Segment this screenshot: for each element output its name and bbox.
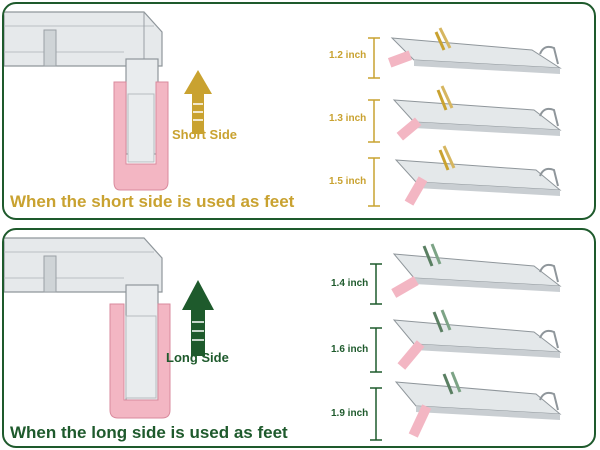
short-side-caption: When the short side is used as feet bbox=[10, 192, 295, 211]
long-side-label: Long Side bbox=[166, 350, 229, 365]
stand-illustration-2 bbox=[392, 85, 562, 141]
pink-foot-short bbox=[113, 81, 169, 191]
stand-illustration-4 bbox=[391, 243, 562, 298]
stand-illustration-5 bbox=[392, 309, 562, 370]
measurement-label: 1.9 inch bbox=[331, 408, 369, 419]
measurement-label: 1.4 inch bbox=[331, 278, 369, 289]
stand-illustration-3 bbox=[394, 145, 562, 206]
measurement-label: 1.2 inch bbox=[329, 50, 367, 61]
stand-illustration-6 bbox=[394, 371, 562, 438]
measurement-label: 1.3 inch bbox=[329, 113, 367, 124]
measurement-brackets-long bbox=[370, 263, 382, 441]
short-side-arrow bbox=[184, 70, 212, 134]
short-side-label: Short Side bbox=[172, 127, 238, 142]
measurement-label: 1.6 inch bbox=[331, 344, 369, 355]
measurement-brackets-short bbox=[368, 37, 380, 207]
long-side-panel: Long Side 1.4 inch 1.6 inch 1.9 inch Whe… bbox=[2, 228, 596, 448]
stand-illustration-1 bbox=[387, 27, 562, 74]
short-side-panel: Short Side 1.2 inch 1.3 inch 1.5 inch Wh… bbox=[2, 2, 596, 220]
long-side-arrow bbox=[182, 280, 214, 356]
long-side-illustration bbox=[4, 237, 562, 441]
short-side-illustration bbox=[4, 11, 562, 207]
measurement-label: 1.5 inch bbox=[329, 176, 367, 187]
long-side-caption: When the long side is used as feet bbox=[10, 423, 288, 442]
pink-foot-long bbox=[109, 303, 171, 419]
